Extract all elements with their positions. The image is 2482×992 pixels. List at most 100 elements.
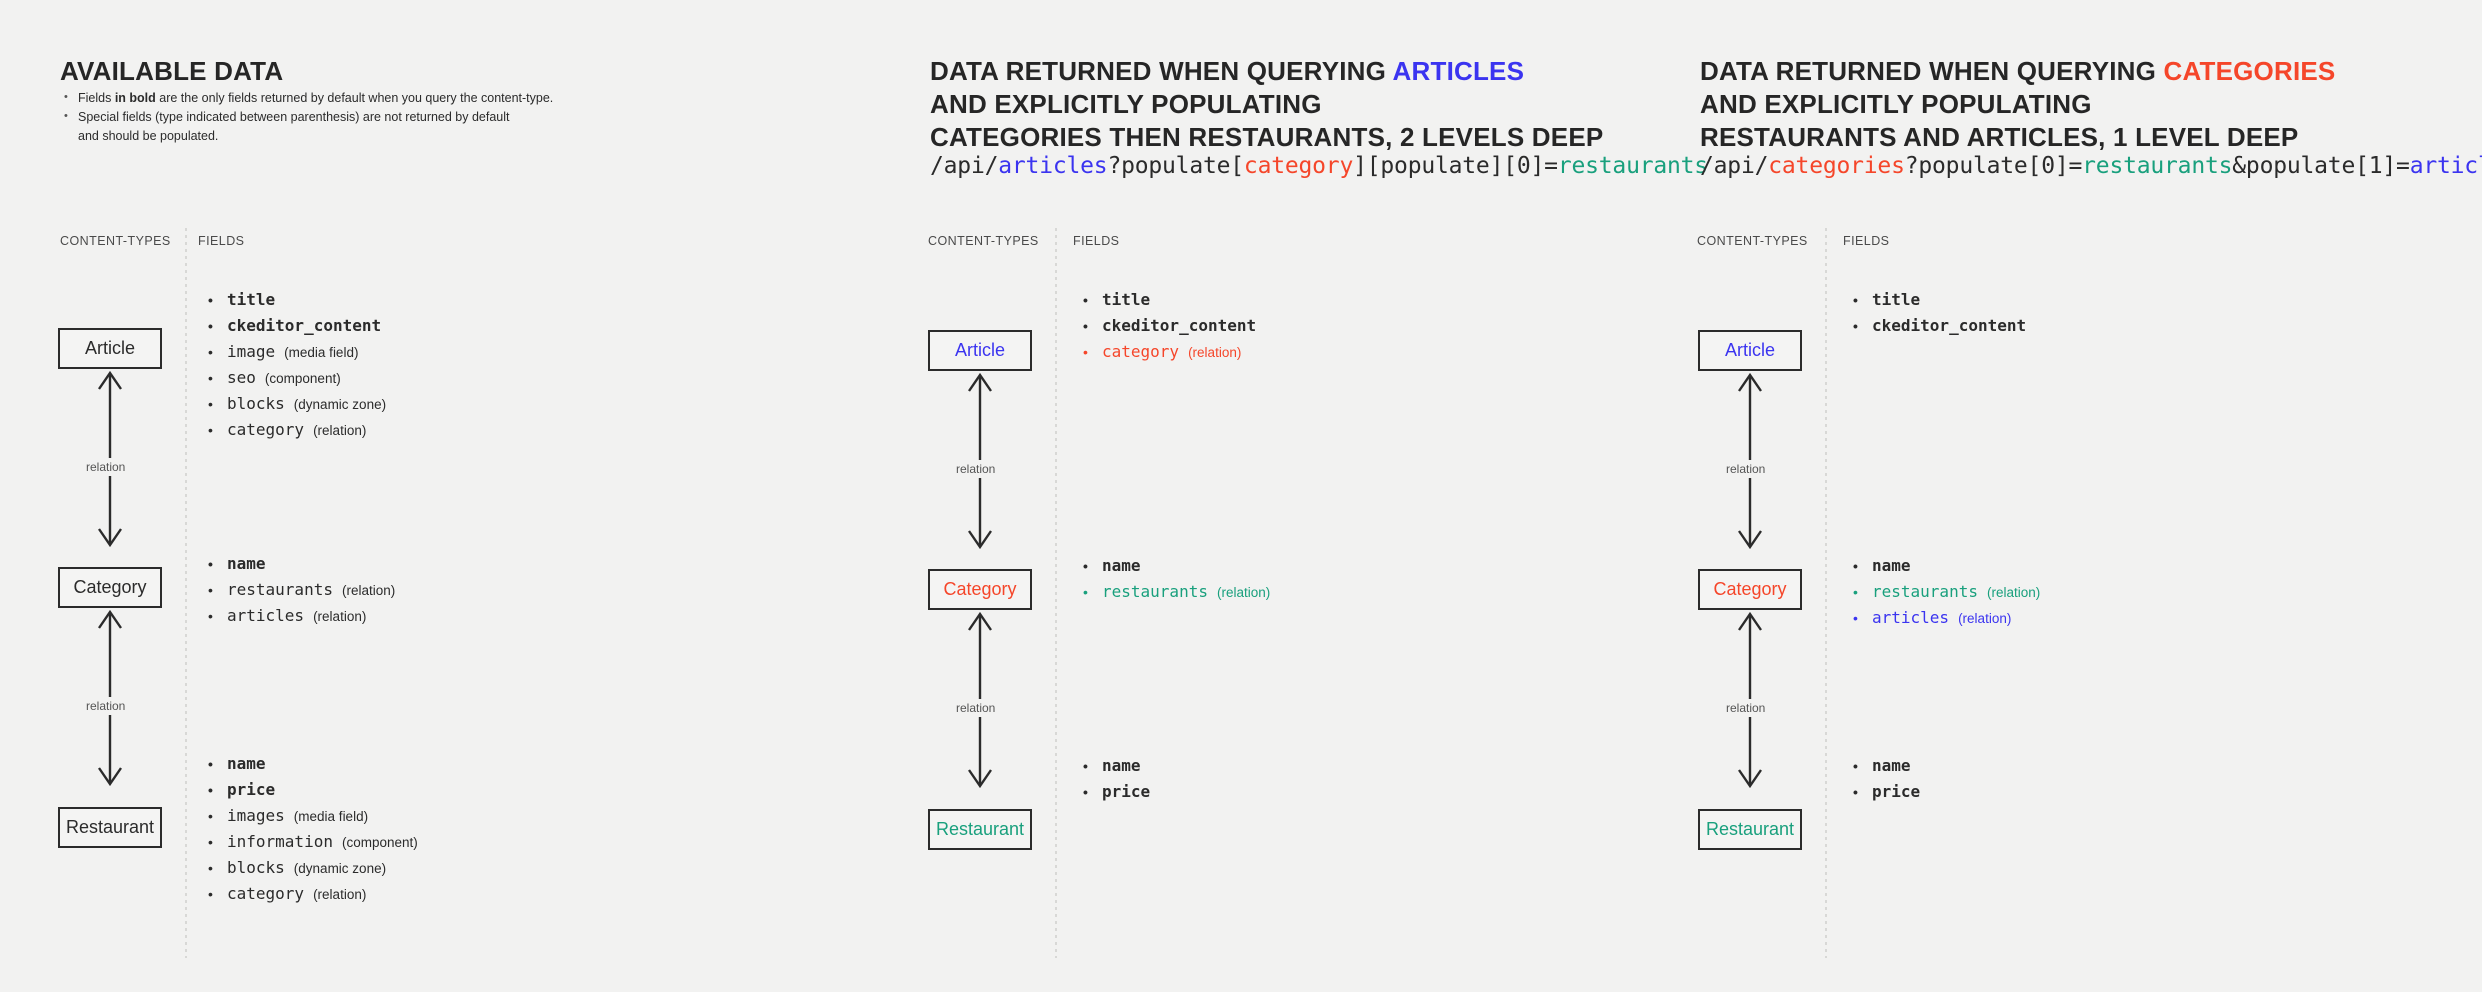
field-name: name [1872,556,1911,575]
content-type-box-restaurant[interactable]: Restaurant [1698,809,1802,850]
content-type-label-article: Article [84,338,135,358]
field-name: name [1102,756,1141,775]
content-type-box-restaurant[interactable]: Restaurant [58,807,162,848]
query-segment: ][populate][0]= [1353,153,1558,179]
field-item: title [1080,287,1256,313]
field-type: (relation) [341,583,396,598]
field-type: (dynamic zone) [293,397,387,412]
relation-label: relation [1722,699,1770,717]
field-item: category (relation) [1080,339,1256,365]
field-name: category [1102,342,1180,361]
field-type: (component) [264,371,341,386]
field-item: ckeditor_content [1080,313,1256,339]
note-emphasis: in bold [114,91,156,105]
relation-label: relation [82,458,130,476]
content-type-box-article[interactable]: Article [58,328,162,369]
field-item: ckeditor_content [205,313,386,339]
field-name: name [1872,756,1911,775]
field-item: price [205,777,418,803]
column-label-fields: FIELDS [198,234,245,248]
field-list-article: titleckeditor_content [1850,287,2026,339]
query-segment: ?populate[0]= [1904,153,2083,179]
field-name: price [1102,782,1151,801]
relation-label: relation [952,699,1000,717]
field-list-restaurant: name price images(media field)information(… [205,751,418,907]
field-type: (relation) [313,609,367,624]
field-list-category: name restaurants (relation) articles (relati… [1850,553,2040,631]
query-segment: articles [2409,153,2482,179]
field-name: price [1872,782,1921,801]
query-segment: articles [998,153,1108,179]
panel-available-data: AVAILABLE DATA Fields in bold are the on… [0,0,855,992]
relation-label: relation [952,460,1000,478]
field-name: ckeditor_content [227,316,382,335]
field-item: image(media field) [205,339,386,365]
field-name: title [227,290,276,309]
query-segment: restaurants [1557,153,1708,179]
content-type-box-category[interactable]: Category [58,567,162,608]
content-type-label-restaurant: Restaurant [1705,819,1795,839]
field-item: blocks(dynamic zone) [205,391,386,417]
field-item: articles (relation) [1850,605,2040,631]
content-type-label-restaurant: Restaurant [65,817,155,837]
field-item: information(component) [205,829,418,855]
field-name: price [227,780,276,799]
field-type: (relation) [313,423,367,438]
content-type-box-article[interactable]: Article [928,330,1032,371]
column-label-fields: FIELDS [1843,234,1890,248]
content-type-box-article[interactable]: Article [1698,330,1802,371]
query-segment: &populate[1]= [2232,153,2410,179]
query-segment: /api/ [930,153,999,179]
field-item: title [205,287,386,313]
note-item: Special fields (type indicated between p… [62,107,553,146]
panel-query-articles: DATA RETURNED WHEN QUERYING ARTICLES AND… [855,0,1708,992]
field-item: name [1850,553,2040,579]
content-type-box-category[interactable]: Category [928,569,1032,610]
page-title: AVAILABLE DATA [60,55,283,88]
panel-title-line3: CATEGORIES THEN RESTAURANTS, 2 LEVELS DE… [930,122,1604,153]
content-type-box-restaurant[interactable]: Restaurant [928,809,1032,850]
relation-label: relation [1722,460,1770,478]
api-query-string[interactable]: /api/articles?populate[category][populat… [930,153,1708,179]
panel-title-line2: AND EXPLICITLY POPULATING [930,89,1322,120]
panel-title-line3: RESTAURANTS AND ARTICLES, 1 LEVEL DEEP [1700,122,2299,153]
panel-title-line1-pre: DATA RETURNED WHEN QUERYING [930,56,1393,87]
panel-title-line2: AND EXPLICITLY POPULATING [1700,89,2092,120]
field-item: seo(component) [205,365,386,391]
field-name: restaurants [1872,582,1978,601]
panel-title-accent: ARTICLES [1392,56,1525,87]
field-list-category: namerestaurants(relation)articles(relati… [205,551,395,629]
field-item: restaurants (relation) [205,577,395,603]
field-list-article: titleckeditor_content category (relation) [1080,287,1256,365]
field-name: restaurants [1102,582,1208,601]
field-name: name [227,554,266,573]
query-segment: category [1243,153,1354,179]
relation-label: relation [82,697,130,715]
field-name: blocks [227,858,285,877]
field-type: (relation) [1958,611,2012,626]
content-type-label-category: Category [1713,579,1787,599]
panel-title-line1-pre: DATA RETURNED WHEN QUERYING [1700,56,2164,87]
content-type-box-category[interactable]: Category [1698,569,1802,610]
api-query-string[interactable]: /api/categories?populate[0]=restaurants&… [1700,153,2482,179]
field-name: name [227,754,266,773]
page-title-text: AVAILABLE DATA [60,56,284,87]
field-type: (media field) [293,809,369,824]
field-item: ckeditor_content [1850,313,2026,339]
column-divider [1055,228,1057,958]
field-name: restaurants [227,580,333,599]
field-type: (relation) [1986,585,2041,600]
field-item: images(media field) [205,803,418,829]
column-divider [1825,228,1827,958]
field-name: articles [1872,608,1950,627]
field-name: category [227,420,305,439]
field-type: (relation) [1188,345,1242,360]
content-type-label-category: Category [73,577,147,597]
content-type-label-restaurant: Restaurant [935,819,1025,839]
field-item: price [1850,779,1920,805]
content-type-label-category: Category [943,579,1017,599]
field-item: name [205,751,418,777]
field-type: (relation) [313,887,367,902]
field-item: name [1850,753,1920,779]
field-item: name [205,551,395,577]
